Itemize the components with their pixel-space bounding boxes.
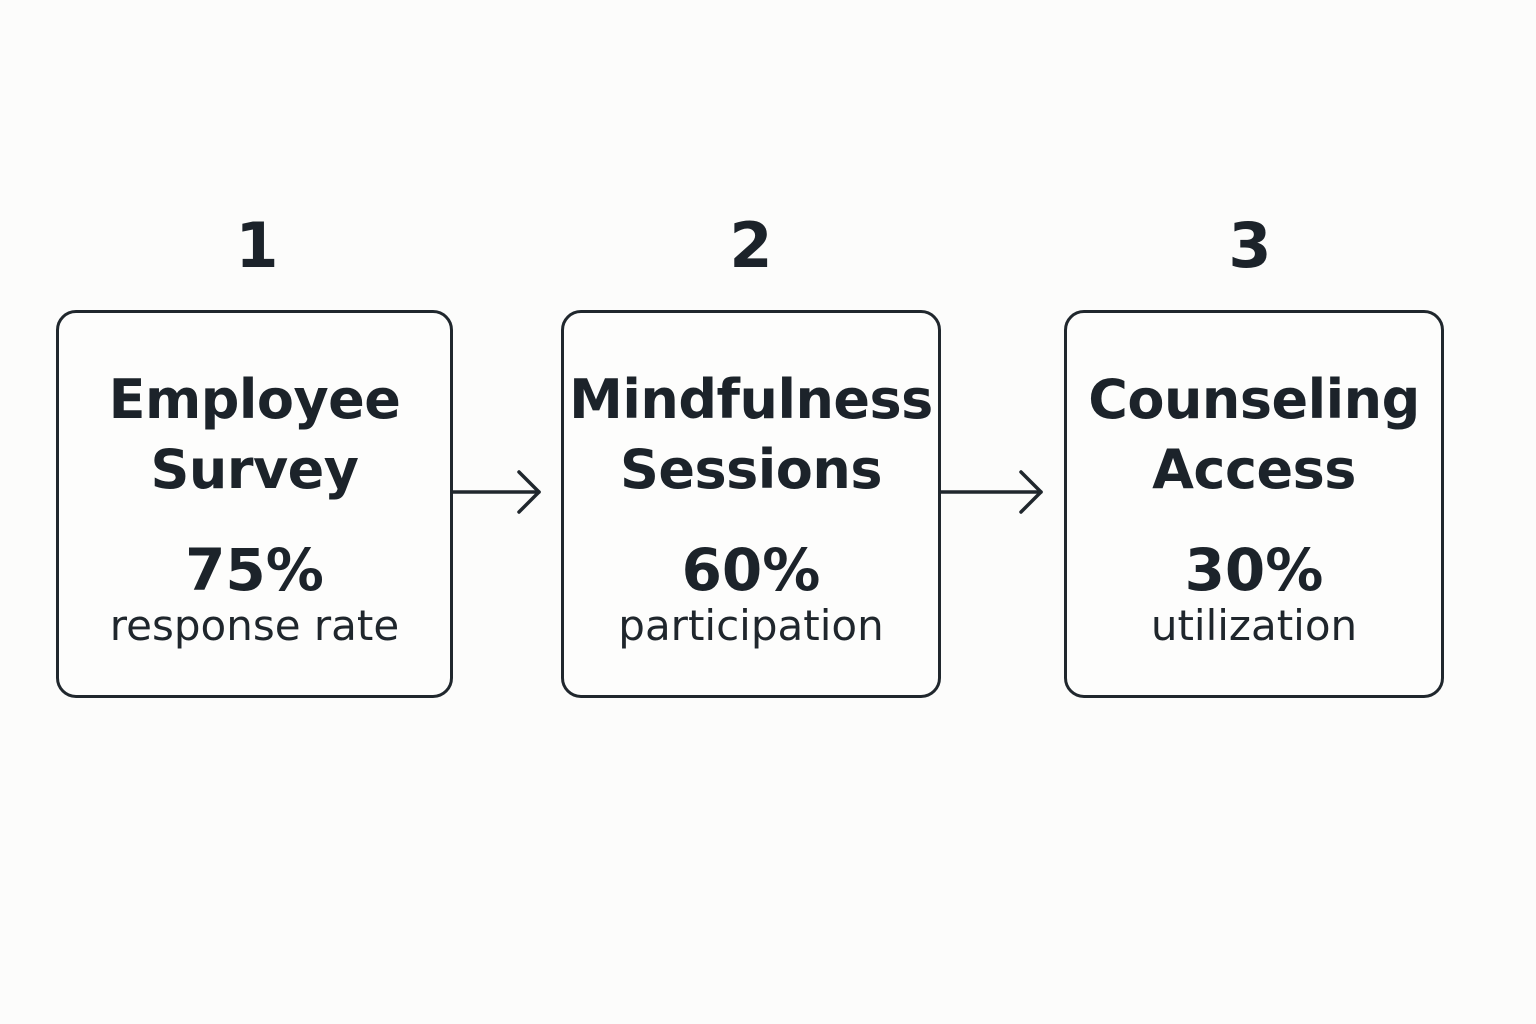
step-value: 60% bbox=[681, 536, 821, 604]
step-box-counseling-access: Counseling Access 30% utilization bbox=[1064, 310, 1444, 698]
step-title: Employee Survey bbox=[108, 368, 401, 501]
step-value: 75% bbox=[185, 536, 324, 604]
step-box-mindfulness-sessions: Mindfulness Sessions 60% participation bbox=[561, 310, 941, 698]
step-caption: utilization bbox=[1150, 601, 1358, 650]
arrow-right-icon bbox=[939, 470, 1043, 514]
step-value: 30% bbox=[1184, 536, 1324, 604]
step-number-3: 3 bbox=[1228, 209, 1272, 282]
step-caption: participation bbox=[618, 601, 884, 650]
step-caption: response rate bbox=[109, 601, 400, 650]
step-box-employee-survey: Employee Survey 75% response rate bbox=[56, 310, 453, 698]
step-number-2: 2 bbox=[729, 209, 773, 282]
step-title: Mindfulness Sessions bbox=[569, 368, 933, 501]
arrow-right-icon bbox=[451, 470, 541, 514]
step-number-1: 1 bbox=[235, 209, 279, 282]
step-title: Counseling Access bbox=[1088, 368, 1420, 501]
